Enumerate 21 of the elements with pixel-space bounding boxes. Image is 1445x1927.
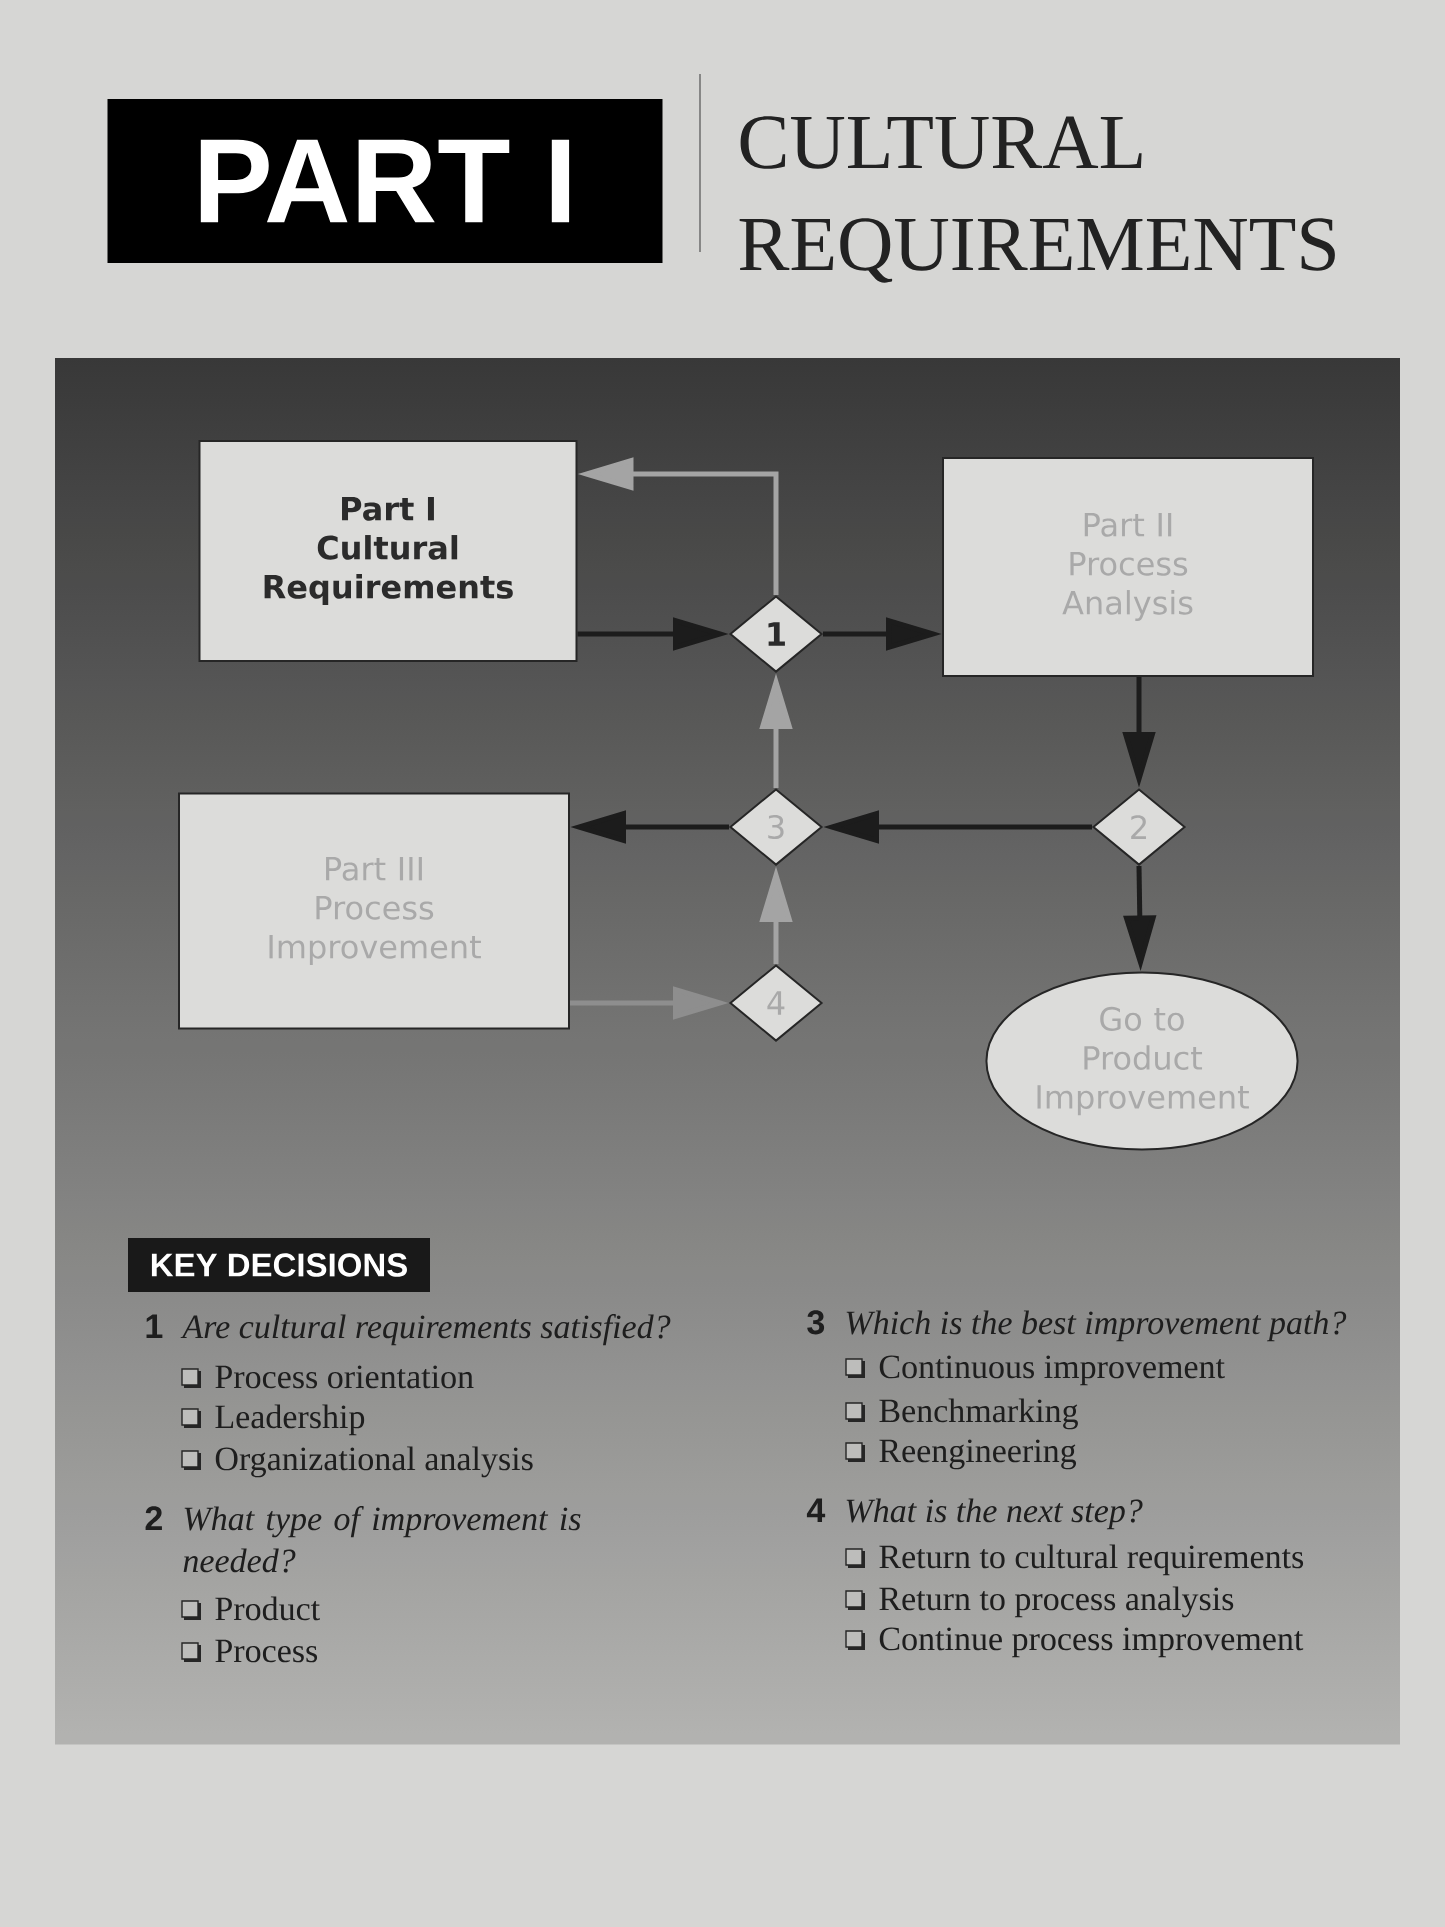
option-text: Return to cultural requirements <box>879 1544 1304 1576</box>
option-text: Return to process analysis <box>879 1586 1234 1618</box>
option-text: Continue process improvement <box>879 1627 1304 1658</box>
option-text: Reengineering <box>879 1439 1077 1470</box>
question-number: 4 <box>806 1498 826 1522</box>
heading-banner: KEY DECISIONS <box>128 1238 430 1292</box>
question-text: What type of improvement is needed? <box>183 1506 581 1573</box>
option-text: Process <box>215 1639 318 1663</box>
question-text: Which is the best improvement path? <box>846 1310 1347 1342</box>
option-text: Organizational analysis <box>215 1446 533 1478</box>
question-number: 2 <box>145 1506 162 1530</box>
option-text: Benchmarking <box>879 1398 1078 1430</box>
part-banner: PART I <box>107 99 663 263</box>
page-title: CULTURAL REQUIREMENTS <box>739 116 1335 283</box>
question-number: 3 <box>807 1310 825 1335</box>
process-box: Part I Cultural Requirements <box>198 440 578 662</box>
question-text: What is the next step? <box>846 1498 1143 1530</box>
option-text: Leadership <box>215 1404 365 1436</box>
option-text: Process orientation <box>215 1365 474 1389</box>
option-text: Product <box>215 1596 320 1621</box>
option-text: Continuous improvement <box>879 1355 1225 1386</box>
